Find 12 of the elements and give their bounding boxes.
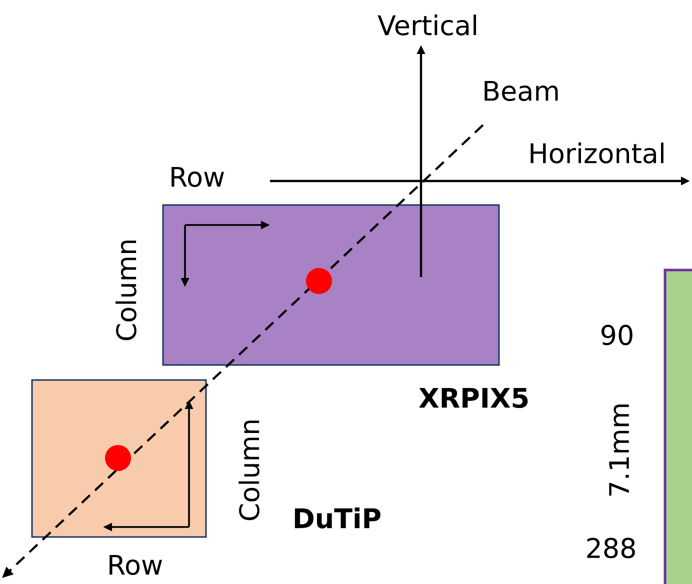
axis-label: Beam xyxy=(484,80,558,102)
axis-label: Vertical xyxy=(378,14,476,36)
pixel-number: 90 xyxy=(602,324,632,346)
node-label: XRPIX5 xyxy=(419,388,528,408)
dimension-label: 7.1mm xyxy=(609,404,629,496)
sensor-chip: XRPIX5 xyxy=(162,204,528,408)
pixel-number: 288 xyxy=(587,538,635,558)
axis-label: Horizontal xyxy=(530,142,664,164)
axis-label: Column xyxy=(116,240,136,340)
axis-label: Column xyxy=(238,420,260,520)
node-label: DuTiP xyxy=(294,508,380,528)
sensor-chip xyxy=(664,268,692,584)
